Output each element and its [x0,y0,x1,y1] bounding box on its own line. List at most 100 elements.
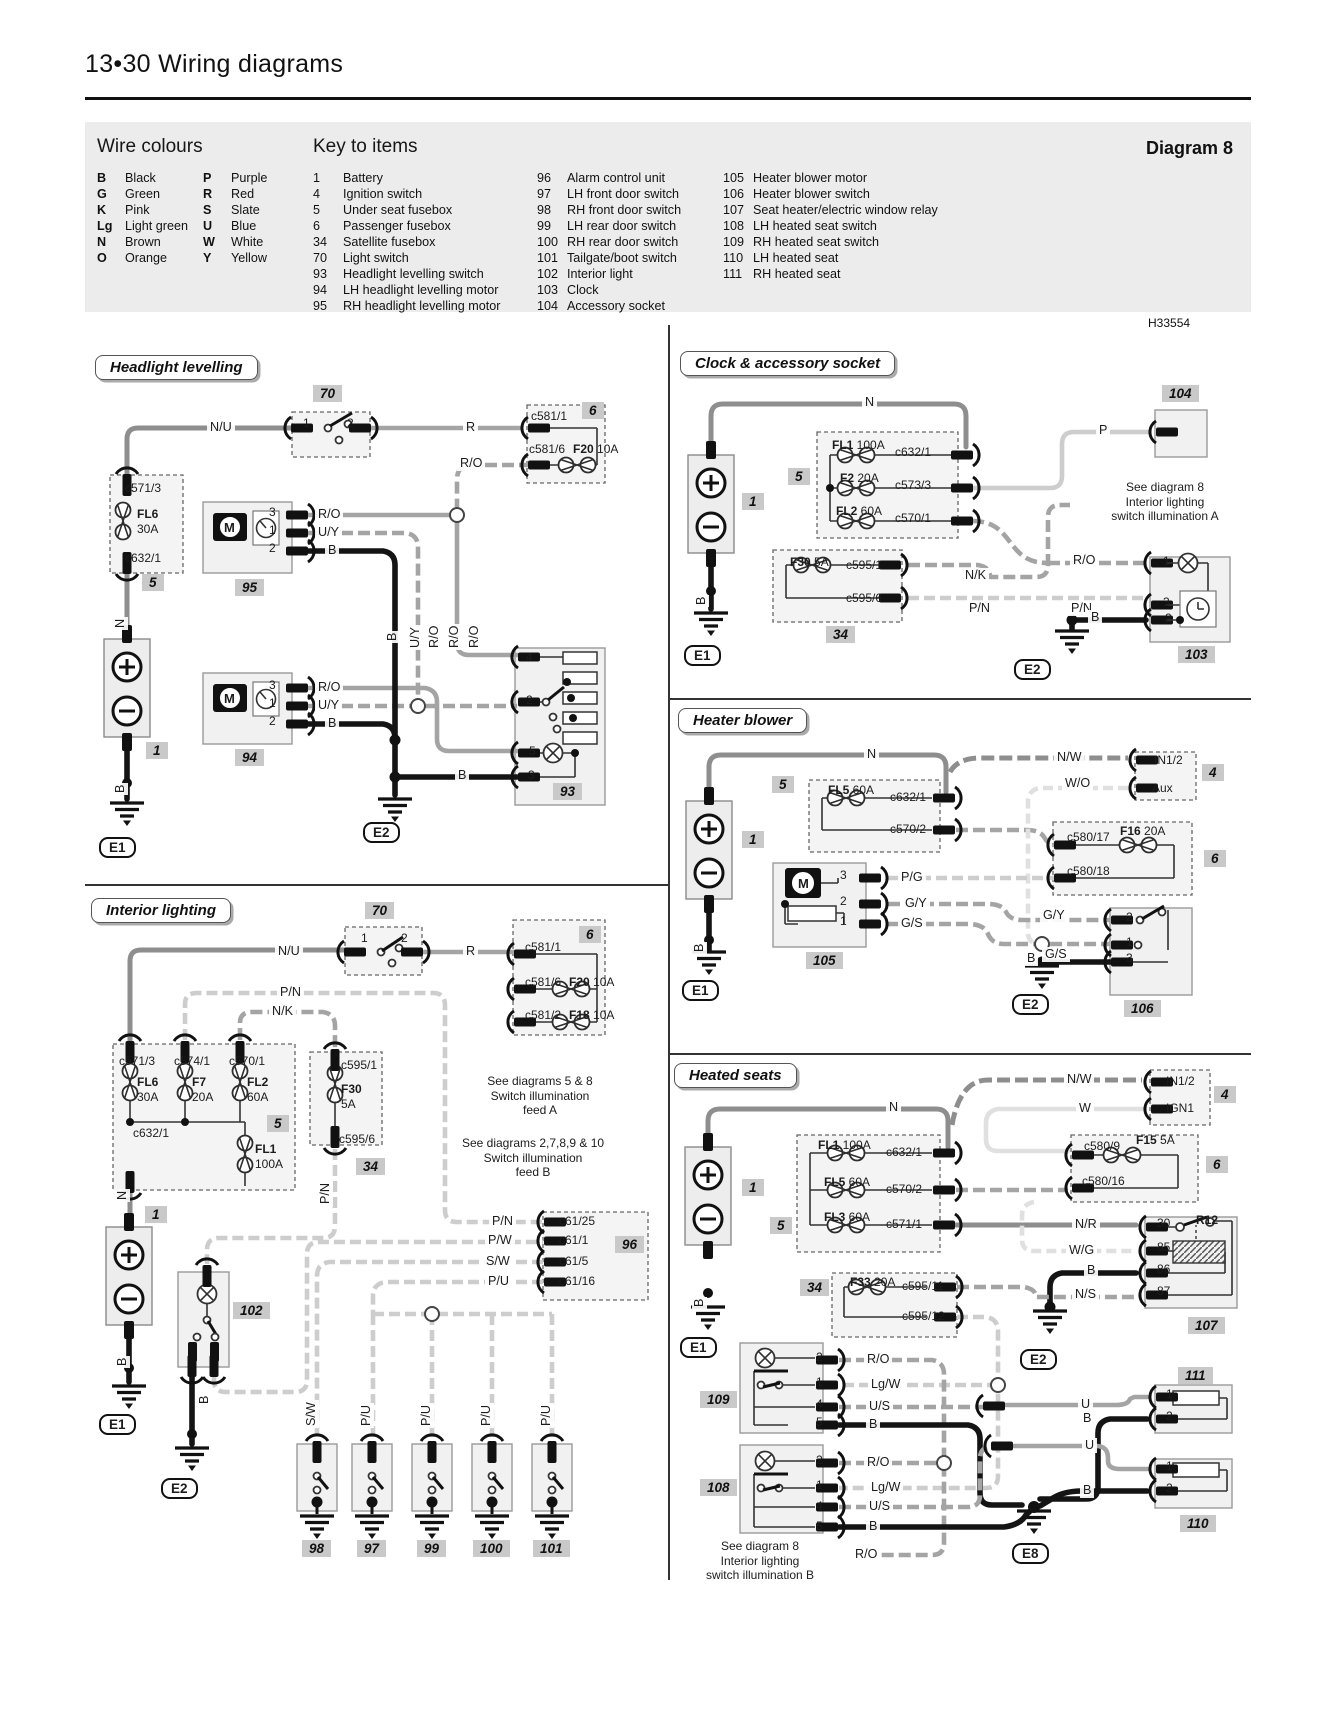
wire-label-vertical: U/Y [408,625,423,650]
pin-number: 1 [1126,935,1133,949]
wire-label-vertical: B [692,1296,707,1309]
note-text: See diagram 8 Interior lighting switch i… [705,1539,815,1583]
item-label: Green [125,187,161,201]
item-label: LH heated seat [753,251,839,265]
item-label: Under seat fusebox [343,203,453,217]
connector-label: Aux [1152,781,1173,795]
wire-label: B [866,1417,881,1432]
connector-label: F2 20A [840,471,879,485]
panel-title-text: Clock & accessory socket [695,355,881,372]
item-code: B [97,171,107,185]
earth-point-badge: E1 [682,980,719,1001]
item-label: Black [125,171,156,185]
pin-number: 30 [1157,1216,1171,1230]
item-code: O [97,251,107,265]
connector-label: 30A [137,522,159,536]
earth-point-badge: E2 [1012,994,1049,1015]
wire-label: P/N [966,601,993,616]
item-code: 93 [313,267,328,281]
connector-label: c61/5 [559,1254,589,1268]
wire-label: R/O [315,680,344,695]
pin-number: 2 [816,1453,823,1467]
component-badge: 1 [742,493,764,510]
wire-label: N/K [962,568,989,583]
panel-title: Headlight levelling [95,355,258,380]
item-label: Alarm control unit [567,171,665,185]
item-label: RH headlight levelling motor [343,299,501,313]
connector-label: c581/2 [525,1008,562,1022]
item-label: Slate [231,203,260,217]
connector-label: 20A [192,1090,214,1104]
wire-label: G/Y [902,896,930,911]
item-label: RH front door switch [567,203,682,217]
pin-number: 85 [1157,1240,1171,1254]
connector-label: c632/1 [890,790,927,804]
component-badge: 96 [615,1236,645,1253]
component-badge: 1 [146,742,168,759]
wire-label-vertical: N [115,1188,130,1202]
wire-label: R/O [864,1352,893,1367]
pin-number: 4 [816,1499,823,1513]
wire-label: B [325,716,340,731]
item-label: Heater blower switch [753,187,870,201]
item-code: 34 [313,235,328,249]
wire-label: G/S [1042,947,1070,962]
item-code: K [97,203,107,217]
pin-number: 1 [816,1375,823,1389]
item-code: 96 [537,171,552,185]
connector-label: c571/3 [125,481,162,495]
component-badge: 34 [800,1279,830,1296]
wire-label: Lg/W [868,1480,904,1495]
item-label: RH rear door switch [567,235,679,249]
wire-label: N/W [1064,1072,1095,1087]
component-badge: 5 [267,1115,289,1132]
component-badge: 94 [235,749,265,766]
connector-label: 5A [341,1097,356,1111]
wire-label: R/O [315,507,344,522]
earth-point-badge: E2 [1014,659,1051,680]
wire-label-vertical: R/O [427,623,442,650]
component-badge: 1 [742,831,764,848]
wire-label-vertical: P/U [539,1403,554,1428]
left-row-divider [85,884,668,886]
item-code: 101 [537,251,559,265]
pin-number: 1 [1166,1459,1173,1473]
item-code: 97 [537,187,552,201]
connector-label: c595/6 [846,591,883,605]
connector-label: c581/6 [525,975,562,989]
item-code: G [97,187,107,201]
connector-label: c580/17 [1067,830,1110,844]
item-code: 102 [537,267,559,281]
wire-label: U/S [866,1399,893,1414]
pin-number: 5 [529,744,536,758]
component-badge: 100 [473,1540,510,1557]
item-code: 5 [313,203,321,217]
earth-point-badge: E2 [1020,1349,1057,1370]
component-badge: 109 [700,1391,737,1408]
motor-letter: M [224,520,235,535]
right-row-divider-2 [668,1053,1251,1055]
panel-title-text: Interior lighting [106,902,216,919]
connector-label: c570/1 [895,511,932,525]
wire-label: N/U [207,420,235,435]
pin-number: 2 [269,541,276,555]
wire-label: B [1080,1411,1095,1426]
item-code: 4 [313,187,321,201]
connector-label: FL1 100A [832,438,885,452]
wire-label: P [1096,423,1111,438]
component-badge: 5 [770,1217,792,1234]
